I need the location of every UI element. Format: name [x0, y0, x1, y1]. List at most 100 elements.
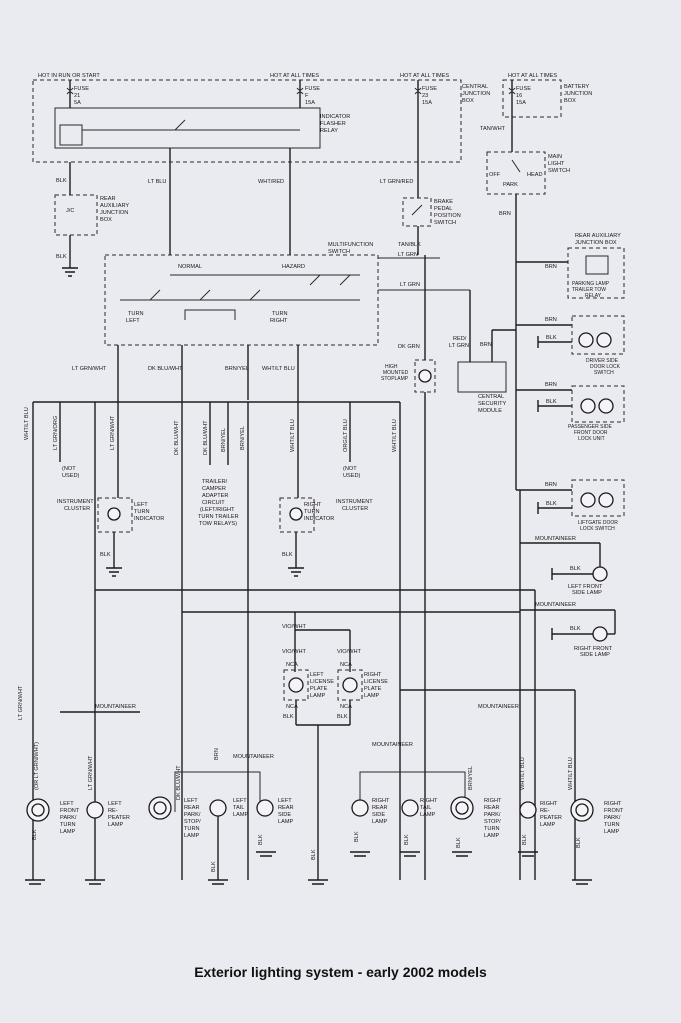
svg-text:LT GRN: LT GRN — [449, 343, 469, 349]
svg-text:(NOT: (NOT — [62, 466, 76, 472]
svg-text:DK BLU/WHT: DK BLU/WHT — [176, 765, 182, 800]
svg-text:REAR: REAR — [100, 196, 116, 202]
svg-text:BLK: BLK — [546, 335, 557, 341]
svg-text:CENTRAL: CENTRAL — [478, 394, 504, 400]
svg-text:BLK: BLK — [404, 834, 410, 845]
svg-text:MODULE: MODULE — [478, 408, 502, 414]
central-security-module: CENTRAL SECURITY MODULE RED/ LT GRN BRN — [449, 290, 516, 414]
svg-text:USED): USED) — [343, 473, 361, 479]
svg-text:BLK: BLK — [570, 626, 581, 632]
svg-text:BLK: BLK — [576, 837, 582, 848]
svg-text:BATTERY: BATTERY — [564, 84, 590, 90]
central-junction-box: HOT IN RUN OR START HOT AT ALL TIMES HOT… — [32, 73, 490, 163]
svg-text:RE-: RE- — [540, 808, 550, 814]
svg-text:BRAKE: BRAKE — [434, 199, 453, 205]
svg-text:PLATE: PLATE — [364, 686, 382, 692]
svg-text:INDICATOR: INDICATOR — [304, 516, 334, 522]
svg-text:BLK: BLK — [282, 552, 293, 558]
svg-text:LT GRN/ORG: LT GRN/ORG — [53, 416, 59, 450]
svg-text:WHT/LT BLU: WHT/LT BLU — [24, 407, 30, 440]
cross-wires — [95, 490, 576, 880]
svg-text:SIDE: SIDE — [278, 812, 291, 818]
svg-text:BOX: BOX — [100, 217, 112, 223]
svg-text:REAR: REAR — [278, 805, 294, 811]
svg-text:MOUNTAINEER: MOUNTAINEER — [535, 536, 576, 542]
svg-text:15A: 15A — [516, 100, 526, 106]
svg-text:BLK: BLK — [546, 399, 557, 405]
svg-text:BRN: BRN — [480, 342, 492, 348]
svg-text:LAMP: LAMP — [372, 819, 388, 825]
svg-text:FUSE: FUSE — [422, 86, 437, 92]
svg-text:REAR AUXILIARY: REAR AUXILIARY — [575, 233, 621, 239]
svg-text:LT GRN/WHT: LT GRN/WHT — [110, 415, 116, 450]
svg-text:15A: 15A — [305, 100, 315, 106]
svg-text:BRN/YEL: BRN/YEL — [221, 428, 227, 452]
svg-text:BLK: BLK — [32, 829, 38, 840]
svg-text:SWITCH: SWITCH — [434, 220, 456, 226]
svg-text:CAMPER: CAMPER — [202, 486, 226, 492]
svg-text:RED/: RED/ — [453, 336, 467, 342]
svg-text:LAMP: LAMP — [108, 822, 124, 828]
svg-text:MOUNTAINEER: MOUNTAINEER — [535, 602, 576, 608]
high-mounted-stoplamp: DK GRN HIGH MOUNTED STOPLAMP — [381, 255, 436, 880]
flasher-relay-block: INDICATOR FLASHER RELAY — [54, 107, 350, 149]
svg-text:5A: 5A — [74, 100, 81, 106]
multifunction-outputs: LT GRN/WHT DK BLU/WHT BRN/YEL WHT/LT BLU — [33, 345, 400, 403]
svg-text:LICENSE: LICENSE — [310, 679, 334, 685]
svg-text:LEFT: LEFT — [60, 801, 74, 807]
battery-junction-box: HOT AT ALL TIMES FUSE 16 15A BATTERY JUN… — [480, 73, 592, 152]
svg-text:OFF: OFF — [489, 172, 501, 178]
svg-text:LAMP: LAMP — [604, 829, 620, 835]
svg-text:INSTRUMENT: INSTRUMENT — [336, 499, 373, 505]
svg-text:LEFT: LEFT — [108, 801, 122, 807]
svg-text:FUSE: FUSE — [516, 86, 531, 92]
svg-text:MOUNTAINEER: MOUNTAINEER — [478, 704, 519, 710]
svg-text:21: 21 — [74, 93, 80, 99]
svg-text:LT BLU: LT BLU — [148, 179, 166, 185]
right-bus-wires: ORG/LT BLU (NOT USED) WHT/LT BLU — [343, 402, 401, 880]
svg-text:CLUSTER: CLUSTER — [342, 506, 368, 512]
svg-text:BLK: BLK — [337, 714, 348, 720]
liftgate-door-lock-switch: BRN BLK LIFTGATE DOOR LOCK SWITCH — [516, 479, 625, 532]
svg-text:BLK: BLK — [56, 254, 67, 260]
left-front-side-lamp: MOUNTAINEER BLK LEFT FRONT SIDE LAMP — [520, 536, 608, 596]
svg-text:NCA: NCA — [286, 662, 298, 668]
svg-text:TAN/WHT: TAN/WHT — [480, 126, 506, 132]
svg-text:J/C: J/C — [66, 208, 74, 214]
svg-text:LEFT: LEFT — [126, 318, 140, 324]
svg-text:RIGHT: RIGHT — [364, 672, 382, 678]
fuse-21: FUSE 21 5A — [66, 80, 89, 108]
svg-text:NCA: NCA — [340, 704, 352, 710]
svg-text:FRONT: FRONT — [604, 808, 624, 814]
svg-text:TAIL: TAIL — [420, 805, 431, 811]
svg-text:TRAILER TOW: TRAILER TOW — [572, 287, 606, 293]
svg-text:ORG/LT BLU: ORG/LT BLU — [343, 419, 349, 452]
right-front-side-lamp: MOUNTAINEER BLK RIGHT FRONT SIDE LAMP — [520, 602, 616, 658]
svg-text:TURN: TURN — [134, 509, 150, 515]
svg-text:RE-: RE- — [108, 808, 118, 814]
svg-text:TURN: TURN — [272, 311, 288, 317]
svg-text:TURN: TURN — [128, 311, 144, 317]
left-repeater-lamp: MOUNTAINEER LT GRN/WHT LEFT RE- PEATER L… — [60, 704, 140, 885]
svg-text:REAR: REAR — [372, 805, 388, 811]
svg-text:(NOT: (NOT — [343, 466, 357, 472]
driver-door-lock-switch: BRN BLK DRIVER SIDE DOOR LOCK SWITCH — [516, 315, 625, 376]
rear-aux-junction-box: BLK J/C REAR AUXILIARY JUNCTION BOX BLK — [54, 162, 129, 277]
svg-text:HEAD: HEAD — [527, 172, 543, 178]
svg-text:TURN: TURN — [484, 826, 500, 832]
svg-text:BLK: BLK — [283, 714, 294, 720]
svg-text:BLK: BLK — [546, 501, 557, 507]
svg-text:RIGHT FRONT: RIGHT FRONT — [574, 646, 613, 652]
svg-text:HAZARD: HAZARD — [282, 264, 305, 270]
svg-text:LAMP: LAMP — [540, 822, 556, 828]
svg-text:RIGHT: RIGHT — [420, 798, 438, 804]
svg-text:FRONT DOOR: FRONT DOOR — [574, 430, 608, 436]
brake-pedal-switch: LT GRN/RED BRAKE PEDAL POSITION SWITCH T… — [380, 162, 461, 255]
svg-text:VIO/WHT: VIO/WHT — [337, 649, 362, 655]
svg-text:BLK: BLK — [522, 834, 528, 845]
svg-text:LAMP: LAMP — [310, 693, 326, 699]
svg-text:DOOR LOCK: DOOR LOCK — [590, 364, 621, 370]
svg-text:WHT/LT BLU: WHT/LT BLU — [520, 757, 526, 790]
svg-text:SWITCH: SWITCH — [328, 249, 350, 255]
